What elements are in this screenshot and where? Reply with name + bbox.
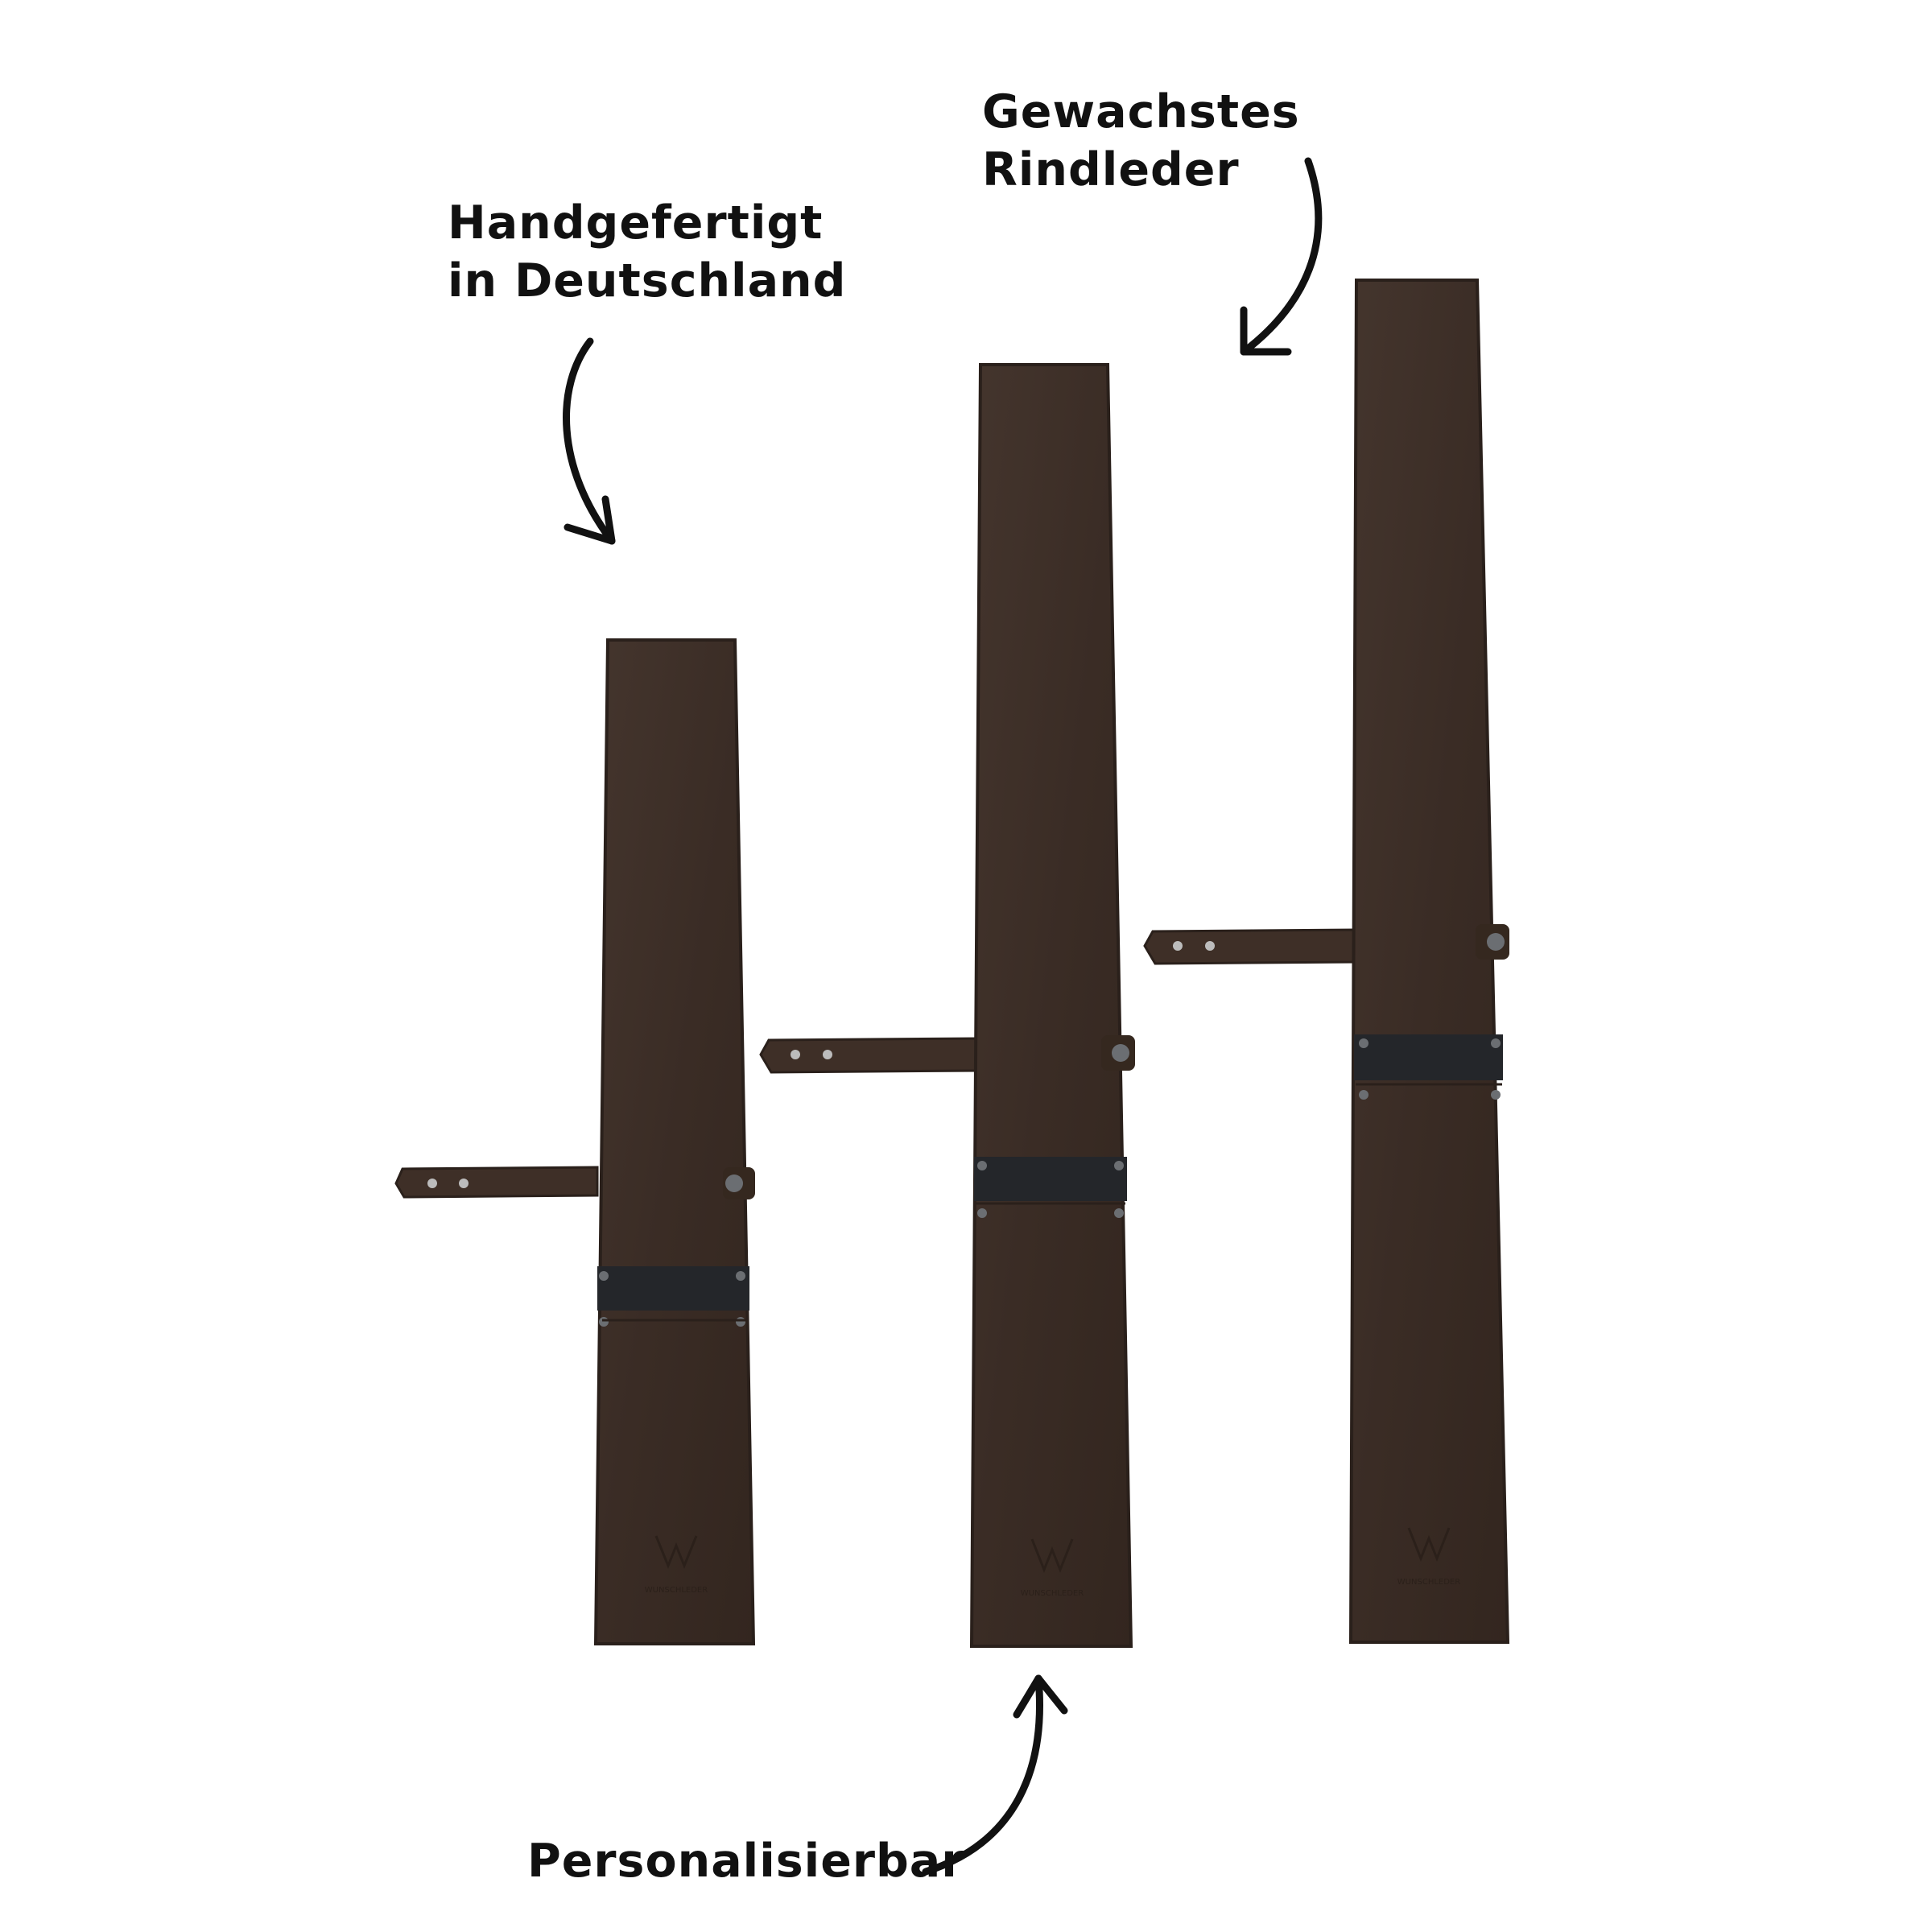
snap-button	[1487, 933, 1505, 951]
rivet	[599, 1317, 609, 1327]
strap-hole	[459, 1179, 469, 1188]
annotation-handmade: Handgefertigt in Deutschland	[448, 194, 846, 310]
snap-button	[1112, 1044, 1129, 1062]
rivet	[736, 1317, 745, 1327]
rivet	[599, 1271, 609, 1281]
rivet	[1491, 1038, 1501, 1048]
strap-left	[759, 1037, 980, 1074]
rivet	[1359, 1038, 1368, 1048]
rivet	[1359, 1090, 1368, 1100]
brand-mark: WUNSCHLEDER	[1021, 1589, 1084, 1598]
strap-hole	[791, 1050, 800, 1059]
elastic-band	[1354, 1034, 1503, 1080]
arrow-down-icon	[563, 337, 616, 545]
rivet	[977, 1161, 987, 1170]
knife-roll-medium: WUNSCHLEDER	[759, 363, 1135, 1648]
brand-mark: WUNSCHLEDER	[645, 1586, 708, 1595]
rivet	[1114, 1208, 1124, 1218]
strap-left	[1143, 928, 1358, 965]
arrow-down-left-icon	[1240, 157, 1323, 356]
snap-button	[725, 1174, 743, 1192]
arrow-up-icon	[922, 1674, 1068, 1876]
strap-hole	[1205, 941, 1215, 951]
brand-logo-icon	[1030, 1538, 1074, 1574]
leather-body	[593, 638, 756, 1645]
annotation-leather-line1: Gewachstes	[982, 85, 1300, 138]
annotation-leather: Gewachstes Rindleder	[982, 83, 1300, 199]
annotation-handmade-line2: in Deutschland	[448, 254, 847, 308]
rivet	[1114, 1161, 1124, 1170]
knife-roll-long: WUNSCHLEDER	[1143, 279, 1510, 1644]
leather-body	[969, 363, 1133, 1648]
brand-logo-icon	[654, 1535, 698, 1570]
strap-hole	[427, 1179, 437, 1188]
elastic-band	[974, 1157, 1127, 1201]
annotation-handmade-line1: Handgefertigt	[448, 196, 824, 250]
leather-body	[1348, 279, 1510, 1644]
rivet	[1491, 1090, 1501, 1100]
brand-logo-icon	[1407, 1527, 1451, 1563]
knife-roll-short: WUNSCHLEDER	[394, 638, 756, 1645]
annotation-personal-line1: Personalisierbar	[527, 1835, 965, 1888]
elastic-band	[597, 1266, 749, 1311]
strap-hole	[1173, 941, 1183, 951]
rivet	[736, 1271, 745, 1281]
annotation-personal: Personalisierbar	[527, 1832, 964, 1890]
annotation-leather-line2: Rindleder	[982, 143, 1240, 196]
brand-mark: WUNSCHLEDER	[1397, 1578, 1460, 1587]
strap-left	[394, 1166, 599, 1199]
strap-hole	[823, 1050, 832, 1059]
rivet	[977, 1208, 987, 1218]
